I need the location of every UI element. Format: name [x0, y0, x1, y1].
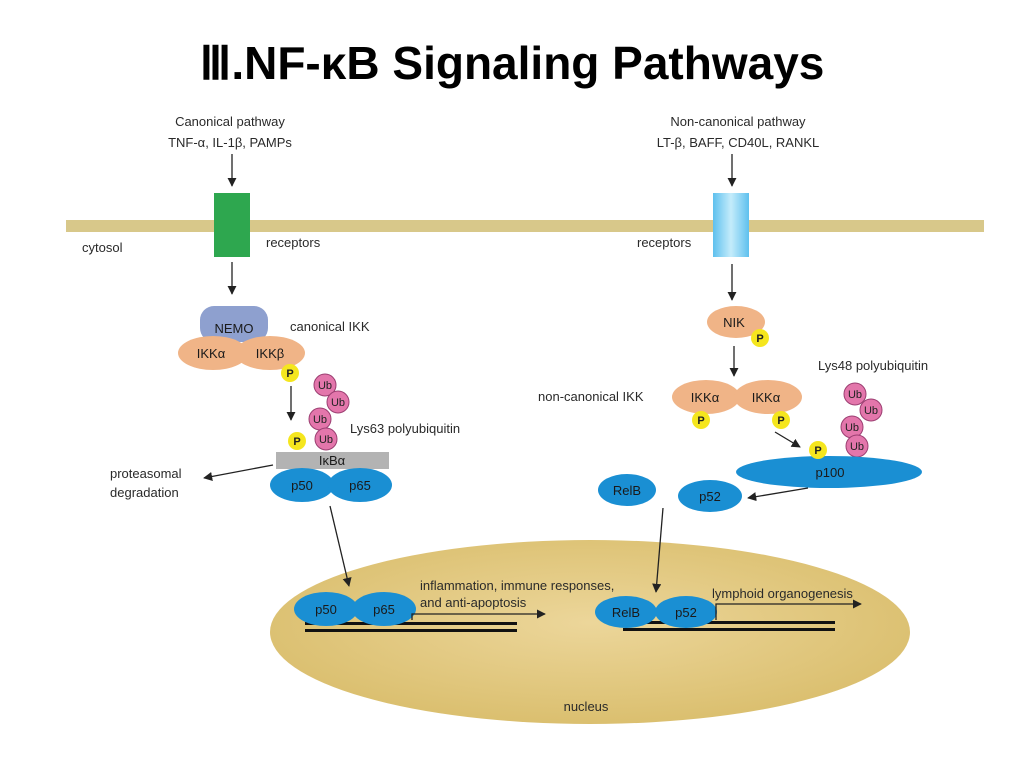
nik-label: NIK: [723, 315, 745, 330]
p50-cytosol: [270, 468, 334, 502]
ikk-beta: [235, 336, 305, 370]
ikk-to-p100-arrow: [774, 431, 801, 448]
ub-label: Ub: [845, 422, 859, 434]
canonical-transcription-arrow: [411, 609, 546, 620]
phospho-ikb: [288, 432, 306, 450]
nemo: [200, 306, 268, 342]
lys48-label: Lys48 polyubiquitin: [818, 358, 928, 373]
ikk-alpha-nc-2: [734, 380, 802, 414]
phospho-label: P: [777, 415, 784, 427]
canonical-receptor-label: receptors: [266, 235, 321, 250]
canonical-nuclear-arrow: [329, 505, 352, 587]
canonical-ligands: TNF-α, IL-1β, PAMPs: [168, 135, 292, 150]
ikb-alpha: [276, 452, 389, 469]
ikk-alpha-nc-2-label: IKKα: [752, 390, 781, 405]
dna-noncanonical: [623, 621, 835, 624]
relb-nucleus-label: RelB: [612, 605, 640, 620]
noncanonical-receptor: [713, 193, 749, 257]
p50-nucleus: [294, 592, 358, 626]
noncanonical-transcription-arrow: [715, 599, 862, 620]
degradation-arrow: [203, 464, 274, 481]
canonical-ikk-label: canonical IKK: [290, 319, 370, 334]
p65-nucleus: [352, 592, 416, 626]
phospho-p100: [809, 441, 827, 459]
phospho-nik: [751, 329, 769, 347]
phospho-label: P: [286, 368, 293, 380]
phospho-label: P: [697, 415, 704, 427]
noncanonical-ikk-label: non-canonical IKK: [538, 389, 644, 404]
degradation-label-1: proteasomal: [110, 466, 182, 481]
p100-processing-arrow: [747, 487, 809, 502]
p52-cytosol: [678, 480, 742, 512]
ikb-alpha-label: IκBα: [319, 453, 346, 468]
p65-cytosol: [328, 468, 392, 502]
ub-label: Ub: [319, 434, 333, 446]
phospho-ikk-beta: [281, 364, 299, 382]
ub-label: Ub: [331, 397, 345, 409]
ubiquitin: [859, 398, 883, 422]
ikk-alpha-nc-1-label: IKKα: [691, 390, 720, 405]
ub-label: Ub: [864, 405, 878, 417]
phospho-label: P: [756, 333, 763, 345]
ikk-beta-label: IKKβ: [256, 346, 284, 361]
relb-nucleus: [595, 596, 657, 628]
canonical-pathway-label: Canonical pathway: [175, 114, 285, 129]
p52-nucleus-label: p52: [675, 605, 697, 620]
noncanonical-nuclear-arrow: [652, 507, 664, 593]
noncanonical-ligands: LT-β, BAFF, CD40L, RANKL: [657, 135, 820, 150]
relb-cytosol: [598, 474, 656, 506]
ub-label: Ub: [318, 380, 332, 392]
ikk-alpha-canonical: [178, 336, 248, 370]
ikk-alpha-canonical-label: IKKα: [197, 346, 226, 361]
lys63-label: Lys63 polyubiquitin: [350, 421, 460, 436]
p100-label: p100: [816, 465, 845, 480]
nik: [707, 306, 765, 338]
dna-canonical: [305, 629, 517, 632]
p50-cytosol-label: p50: [291, 478, 313, 493]
nucleus: [270, 540, 910, 724]
p50-nucleus-label: p50: [315, 602, 337, 617]
dna-noncanonical: [623, 628, 835, 631]
ub-label: Ub: [848, 389, 862, 401]
canonical-target-genes-1: inflammation, immune responses,: [420, 578, 614, 593]
degradation-label-2: degradation: [110, 485, 179, 500]
phospho-label: P: [293, 436, 300, 448]
cell-membrane: [66, 220, 984, 232]
dna-canonical: [305, 622, 517, 625]
p52-cytosol-label: p52: [699, 489, 721, 504]
cytosol-label: cytosol: [82, 240, 123, 255]
ubiquitin: [326, 390, 350, 414]
nucleus-label: nucleus: [564, 699, 609, 714]
relb-cytosol-label: RelB: [613, 483, 641, 498]
ub-label: Ub: [313, 414, 327, 426]
p100: [736, 456, 922, 488]
ubiquitin: [314, 427, 338, 451]
canonical-receptor: [214, 193, 250, 257]
ubiquitin: [313, 373, 337, 397]
phospho-ikk-nc-2: [772, 411, 790, 429]
noncanonical-receptor-label: receptors: [637, 235, 692, 250]
ub-label: Ub: [850, 441, 864, 453]
noncanonical-pathway-label: Non-canonical pathway: [670, 114, 806, 129]
ikk-alpha-nc-1: [672, 380, 740, 414]
p52-nucleus: [655, 596, 717, 628]
slide-title: Ⅲ.NF-κB Signaling Pathways: [199, 37, 825, 89]
p65-cytosol-label: p65: [349, 478, 371, 493]
phospho-label: P: [814, 445, 821, 457]
canonical-target-genes-2: and anti-apoptosis: [420, 595, 527, 610]
phospho-ikk-nc-1: [692, 411, 710, 429]
noncanonical-target-genes: lymphoid organogenesis: [712, 586, 853, 601]
ubiquitin: [843, 382, 867, 406]
nemo-label: NEMO: [215, 321, 254, 336]
p65-nucleus-label: p65: [373, 602, 395, 617]
